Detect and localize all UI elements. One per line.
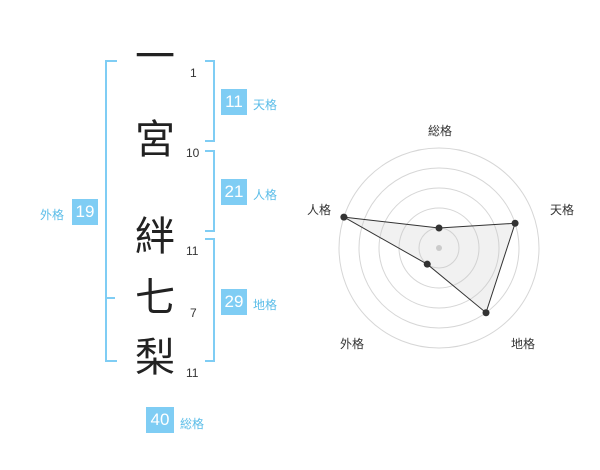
name-char-2: 宮 [135, 117, 175, 163]
name-char-1: 一 [135, 34, 175, 80]
stroke-count-2: 10 [186, 146, 200, 160]
radar-point-1 [511, 219, 519, 227]
stroke-count-5: 11 [186, 366, 199, 380]
soukaku-label: 総格 [180, 417, 205, 431]
gaikaku-value: 19 [72, 199, 98, 225]
chikaku-bracket [205, 238, 215, 362]
gaikaku-bracket [105, 60, 117, 362]
tenkaku-value: 11 [221, 89, 247, 115]
name-char-5: 梨 [135, 335, 175, 381]
radar-label-jinkaku: 人格 [307, 203, 332, 217]
radar-point-3 [423, 260, 431, 268]
chikaku-value: 29 [221, 289, 247, 315]
radar-label-tenkaku: 天格 [550, 203, 575, 217]
tenkaku-bracket [205, 60, 215, 142]
name-char-4: 七 [135, 275, 175, 321]
radar-label-chikaku: 地格 [511, 337, 536, 351]
jinkaku-bracket [205, 150, 215, 232]
tenkaku-label: 天格 [253, 98, 278, 112]
jinkaku-label: 人格 [253, 188, 278, 202]
radar-label-soukaku: 総格 [428, 124, 453, 138]
jinkaku-value: 21 [221, 179, 247, 205]
stroke-count-4: 7 [190, 306, 197, 320]
stroke-count-1: 1 [190, 66, 197, 80]
radar-point-4 [340, 213, 348, 221]
gaikaku-bracket-divider [105, 297, 115, 299]
soukaku-value: 40 [146, 407, 174, 433]
radar-point-0 [435, 224, 443, 232]
chikaku-label: 地格 [253, 298, 278, 312]
radar-center [436, 245, 442, 251]
stroke-count-3: 11 [186, 244, 199, 258]
radar-point-2 [482, 309, 490, 317]
name-char-3: 絆 [135, 214, 175, 260]
radar-label-gaikaku: 外格 [340, 337, 365, 351]
gaikaku-label: 外格 [40, 208, 65, 222]
